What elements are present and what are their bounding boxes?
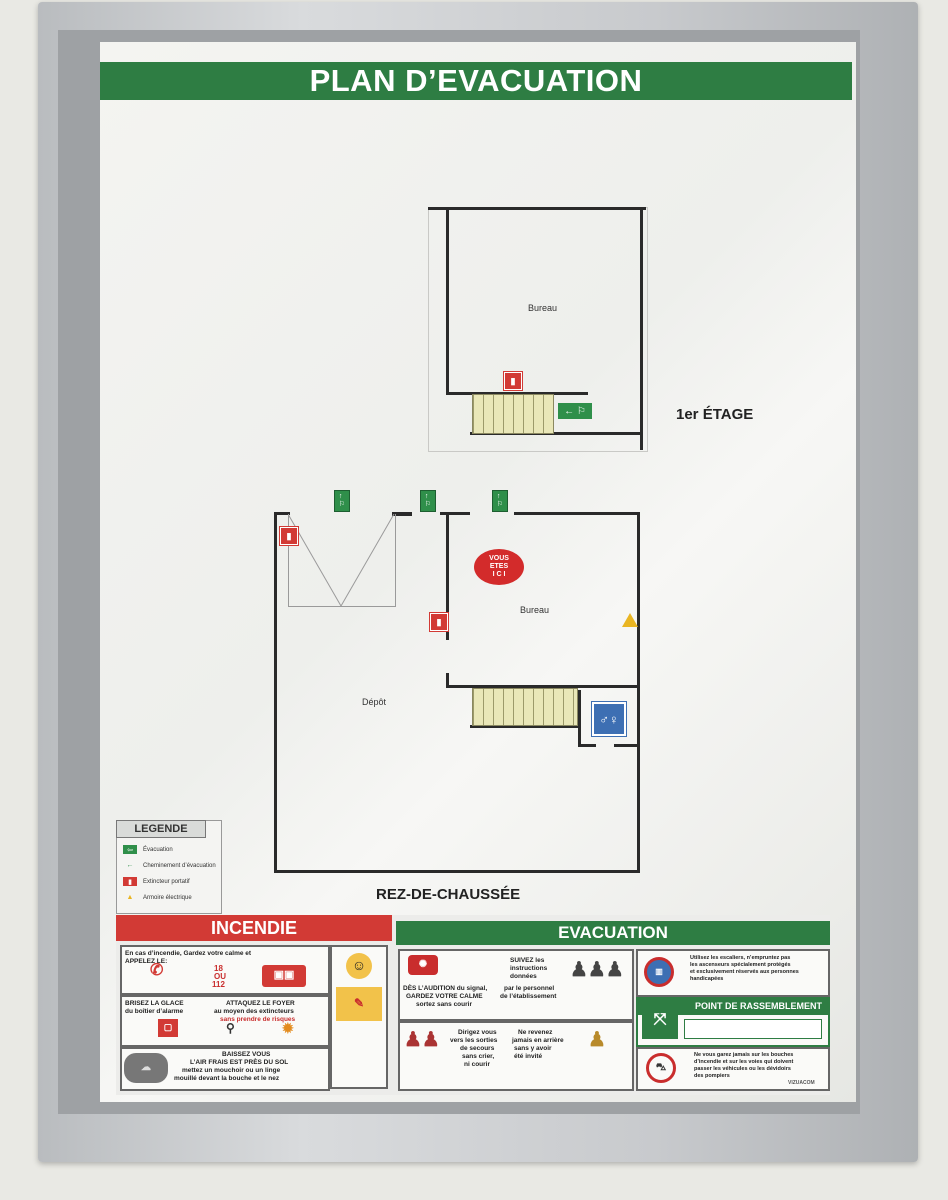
- fire-truck-icon: ▣▣: [262, 965, 306, 987]
- lift-notice-panel: ▥ Utilisez les escaliers, n’empruntez pa…: [636, 949, 830, 997]
- you-are-here-marker: VOUS ETES I C I: [474, 549, 524, 585]
- firefighter-icon: ☺: [346, 953, 372, 979]
- instruction-tag-icon: ✎: [336, 987, 382, 1021]
- flame-icon: ✹: [282, 1020, 294, 1036]
- no-lift-icon: ▥: [644, 957, 674, 987]
- ground-floor-label: REZ-DE-CHAUSSÉE: [376, 886, 521, 903]
- instructions-section: INCENDIE EVACUATION En cas d’incendie, G…: [116, 915, 830, 1095]
- walking-people-icon: ♟♟: [404, 1029, 440, 1051]
- upper-room-label: Bureau: [528, 303, 558, 313]
- incendie-call-panel: En cas d’incendie, Gardez votre calme et…: [120, 945, 330, 995]
- hangar-door-outline: [288, 514, 396, 607]
- upper-floor-plan: Bureau ▮ ← ⚐: [428, 207, 648, 452]
- parking-notice-panel: ⛍ Ne vous garez jamais sur les bouches d…: [636, 1047, 830, 1091]
- extinguisher-icon-1: ▮: [280, 527, 298, 545]
- upper-exit-arrow-icon: ← ⚐: [558, 403, 592, 419]
- poster-title: PLAN D’EVACUATION: [100, 62, 852, 100]
- exit-sign-icon-2: ↑⚐: [420, 490, 436, 512]
- legend-arrow-icon: ←: [126, 862, 134, 869]
- upper-extinguisher-icon: ▮: [504, 372, 522, 390]
- exit-sign-icon-1: ↑⚐: [334, 490, 350, 512]
- incendie-header: INCENDIE: [116, 915, 392, 941]
- incendie-smoke-panel: ☁ BAISSEZ VOUS L’AIR FRAIS EST PRÈS DU S…: [120, 1047, 330, 1091]
- toilet-icon: ♂♀: [592, 702, 626, 736]
- exit-sign-icon-3: ↑⚐: [492, 490, 508, 512]
- electrical-warning-icon: [622, 613, 638, 627]
- door-swing-lines: [288, 514, 395, 607]
- legend-title: LEGENDE: [116, 820, 206, 838]
- legend-extinguisher-icon: ▮: [123, 877, 137, 886]
- alarm-box-icon: ▢: [158, 1019, 178, 1037]
- ground-stairs: [472, 688, 578, 726]
- legend-warning-icon: ▲: [126, 894, 134, 901]
- legend-box: LEGENDE ⇦ Évacuation ← Cheminement d’éva…: [116, 820, 222, 914]
- evacuation-panel-2: ♟♟ Dirigez vous vers les sorties de seco…: [398, 1021, 634, 1091]
- assembly-point-icon: ⤧: [642, 1001, 678, 1039]
- legend-exit-icon: ⇦: [123, 845, 137, 854]
- ground-office-label: Bureau: [520, 605, 550, 615]
- brand-label: VIZUACOM: [788, 1080, 815, 1086]
- people-group-icon: ♟♟♟: [570, 959, 624, 981]
- evacuation-header: EVACUATION: [396, 921, 830, 945]
- no-parking-icon: ⛍: [646, 1053, 676, 1083]
- incendie-alarm-panel: BRISEZ LA GLACE du boîtier d’alarme ▢ AT…: [120, 995, 330, 1047]
- extinguisher-icon-2: ▮: [430, 613, 448, 631]
- ground-depot-label: Dépôt: [362, 697, 387, 707]
- upper-stairs: [472, 394, 554, 434]
- assembly-point-panel: POINT DE RASSEMBLEMENT ⤧: [636, 997, 830, 1047]
- ground-floor-plan: ↑⚐ ↑⚐ ↑⚐ ▮ ▮ VOUS ETES I C I Bureau Dépô…: [274, 487, 644, 877]
- phone-icon: ✆: [150, 962, 164, 979]
- evacuation-poster: PLAN D’EVACUATION Bureau ▮ ← ⚐ 1er ÉTAGE: [100, 42, 856, 1102]
- assembly-point-blank: [684, 1019, 822, 1039]
- upper-floor-label: 1er ÉTAGE: [676, 406, 754, 423]
- smoke-icon: ☁: [124, 1053, 168, 1083]
- assembly-point-label: POINT DE RASSEMBLEMENT: [638, 999, 828, 1015]
- firefighter-panel: ☺ ✎: [330, 945, 388, 1089]
- running-person-icon: ♟: [588, 1029, 606, 1051]
- alarm-bell-icon: ✺: [408, 955, 438, 975]
- evacuation-panel-1: ✺ DÈS L’AUDITION du signal, GARDEZ VOTRE…: [398, 949, 634, 1021]
- extinguisher-use-icon: ⚲: [226, 1021, 235, 1035]
